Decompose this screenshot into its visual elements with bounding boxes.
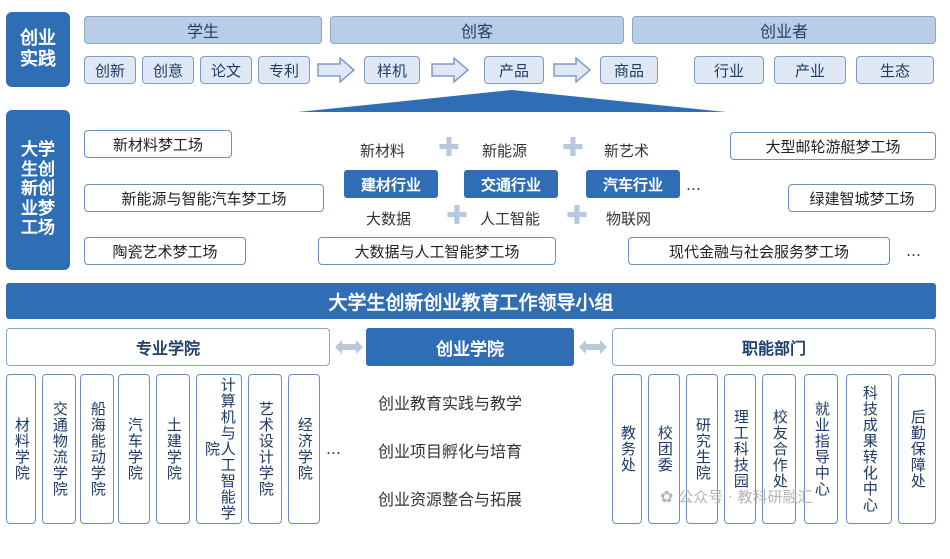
right-arrow-icon [553,57,592,83]
dept-alumni-cooperation: 校友合作处 [762,374,796,524]
tag-automotive: 汽车行业 [586,170,680,198]
college-naval-energy: 船海能动学院 [80,374,114,524]
college-civil-engineering: 土建学院 [156,374,190,524]
plus-icon: ✚ [566,201,588,231]
function-teaching: 创业教育实践与教学 [378,394,523,413]
right-arrow-icon [317,57,356,83]
field-ai: 人工智能 [480,210,541,228]
item-patent: 专利 [258,56,310,84]
double-arrow-icon [334,338,364,356]
item-innovation: 创新 [84,56,136,84]
item-prototype: 样机 [364,56,420,84]
item-product: 产品 [484,56,544,84]
field-new-materials: 新材料 [360,142,406,160]
plus-icon: ✚ [562,133,584,163]
workshop-new-materials: 新材料梦工场 [84,130,232,158]
dept-career-center: 就业指导中心 [804,374,838,524]
dept-logistics-support: 后勤保障处 [898,374,936,524]
college-materials: 材料学院 [6,374,36,524]
workshop-green-smart-city: 绿建智城梦工场 [788,184,936,212]
workshop-new-energy-car: 新能源与智能汽车梦工场 [84,184,324,212]
item-ecosystem: 生态 [856,56,934,84]
field-iot: 物联网 [606,210,652,228]
workshop-finance-social: 现代金融与社会服务梦工场 [628,237,890,265]
function-resources: 创业资源整合与拓展 [378,490,523,509]
right-arrow-icon [431,57,470,83]
item-industry: 行业 [694,56,764,84]
plus-icon: ✚ [446,201,468,231]
double-arrow-icon [578,338,608,356]
dept-tech-transfer: 科技成果转化中心 [846,374,892,524]
college-automotive: 汽车学院 [118,374,150,524]
function-incubation: 创业项目孵化与培育 [378,442,523,461]
field-big-data: 大数据 [366,210,412,228]
group-maker: 创客 [330,16,624,44]
plus-icon: ✚ [438,133,460,163]
item-sector: 产业 [774,56,846,84]
workshop-bigdata-ai: 大数据与人工智能梦工场 [318,237,556,265]
college-transport-logistics: 交通物流学院 [42,374,76,524]
field-new-energy: 新能源 [482,142,528,160]
upward-arrow-icon [298,90,726,112]
college-computer-ai: 计算机与人工智能学院 [196,374,242,524]
tag-transportation: 交通行业 [464,170,558,198]
college-economics: 经济学院 [288,374,320,524]
workshop-ceramic-art: 陶瓷艺术梦工场 [84,237,246,265]
ellipsis: … [906,242,921,260]
ellipsis: … [686,176,701,194]
watermark: ✿ 公众号 · 教科研融汇 [660,487,813,506]
practice-label: 创业 实践 [6,12,70,87]
item-commodity: 商品 [600,56,658,84]
group-student: 学生 [84,16,322,44]
dreamworks-label: 大学 生创 新创 业梦 工场 [6,110,70,270]
item-idea: 创意 [142,56,194,84]
dept-academic-affairs: 教务处 [612,374,642,524]
workshop-cruise-yacht: 大型邮轮游艇梦工场 [730,132,936,160]
college-art-design: 艺术设计学院 [248,374,282,524]
section-entrepreneurship-college: 创业学院 [366,328,574,366]
dept-graduate-school: 研究生院 [686,374,718,524]
group-founder: 创业者 [632,16,936,44]
section-academic-colleges: 专业学院 [6,328,330,366]
section-functional-departments: 职能部门 [612,328,936,366]
field-new-art: 新艺术 [604,142,650,160]
wechat-icon: ✿ [660,487,674,506]
item-paper: 论文 [200,56,252,84]
dept-youth-league: 校团委 [648,374,680,524]
tag-building-materials: 建材行业 [344,170,438,198]
ellipsis: … [326,440,341,458]
dept-science-park: 理工科技园 [724,374,756,524]
leadership-group: 大学生创新创业教育工作领导小组 [6,283,936,319]
